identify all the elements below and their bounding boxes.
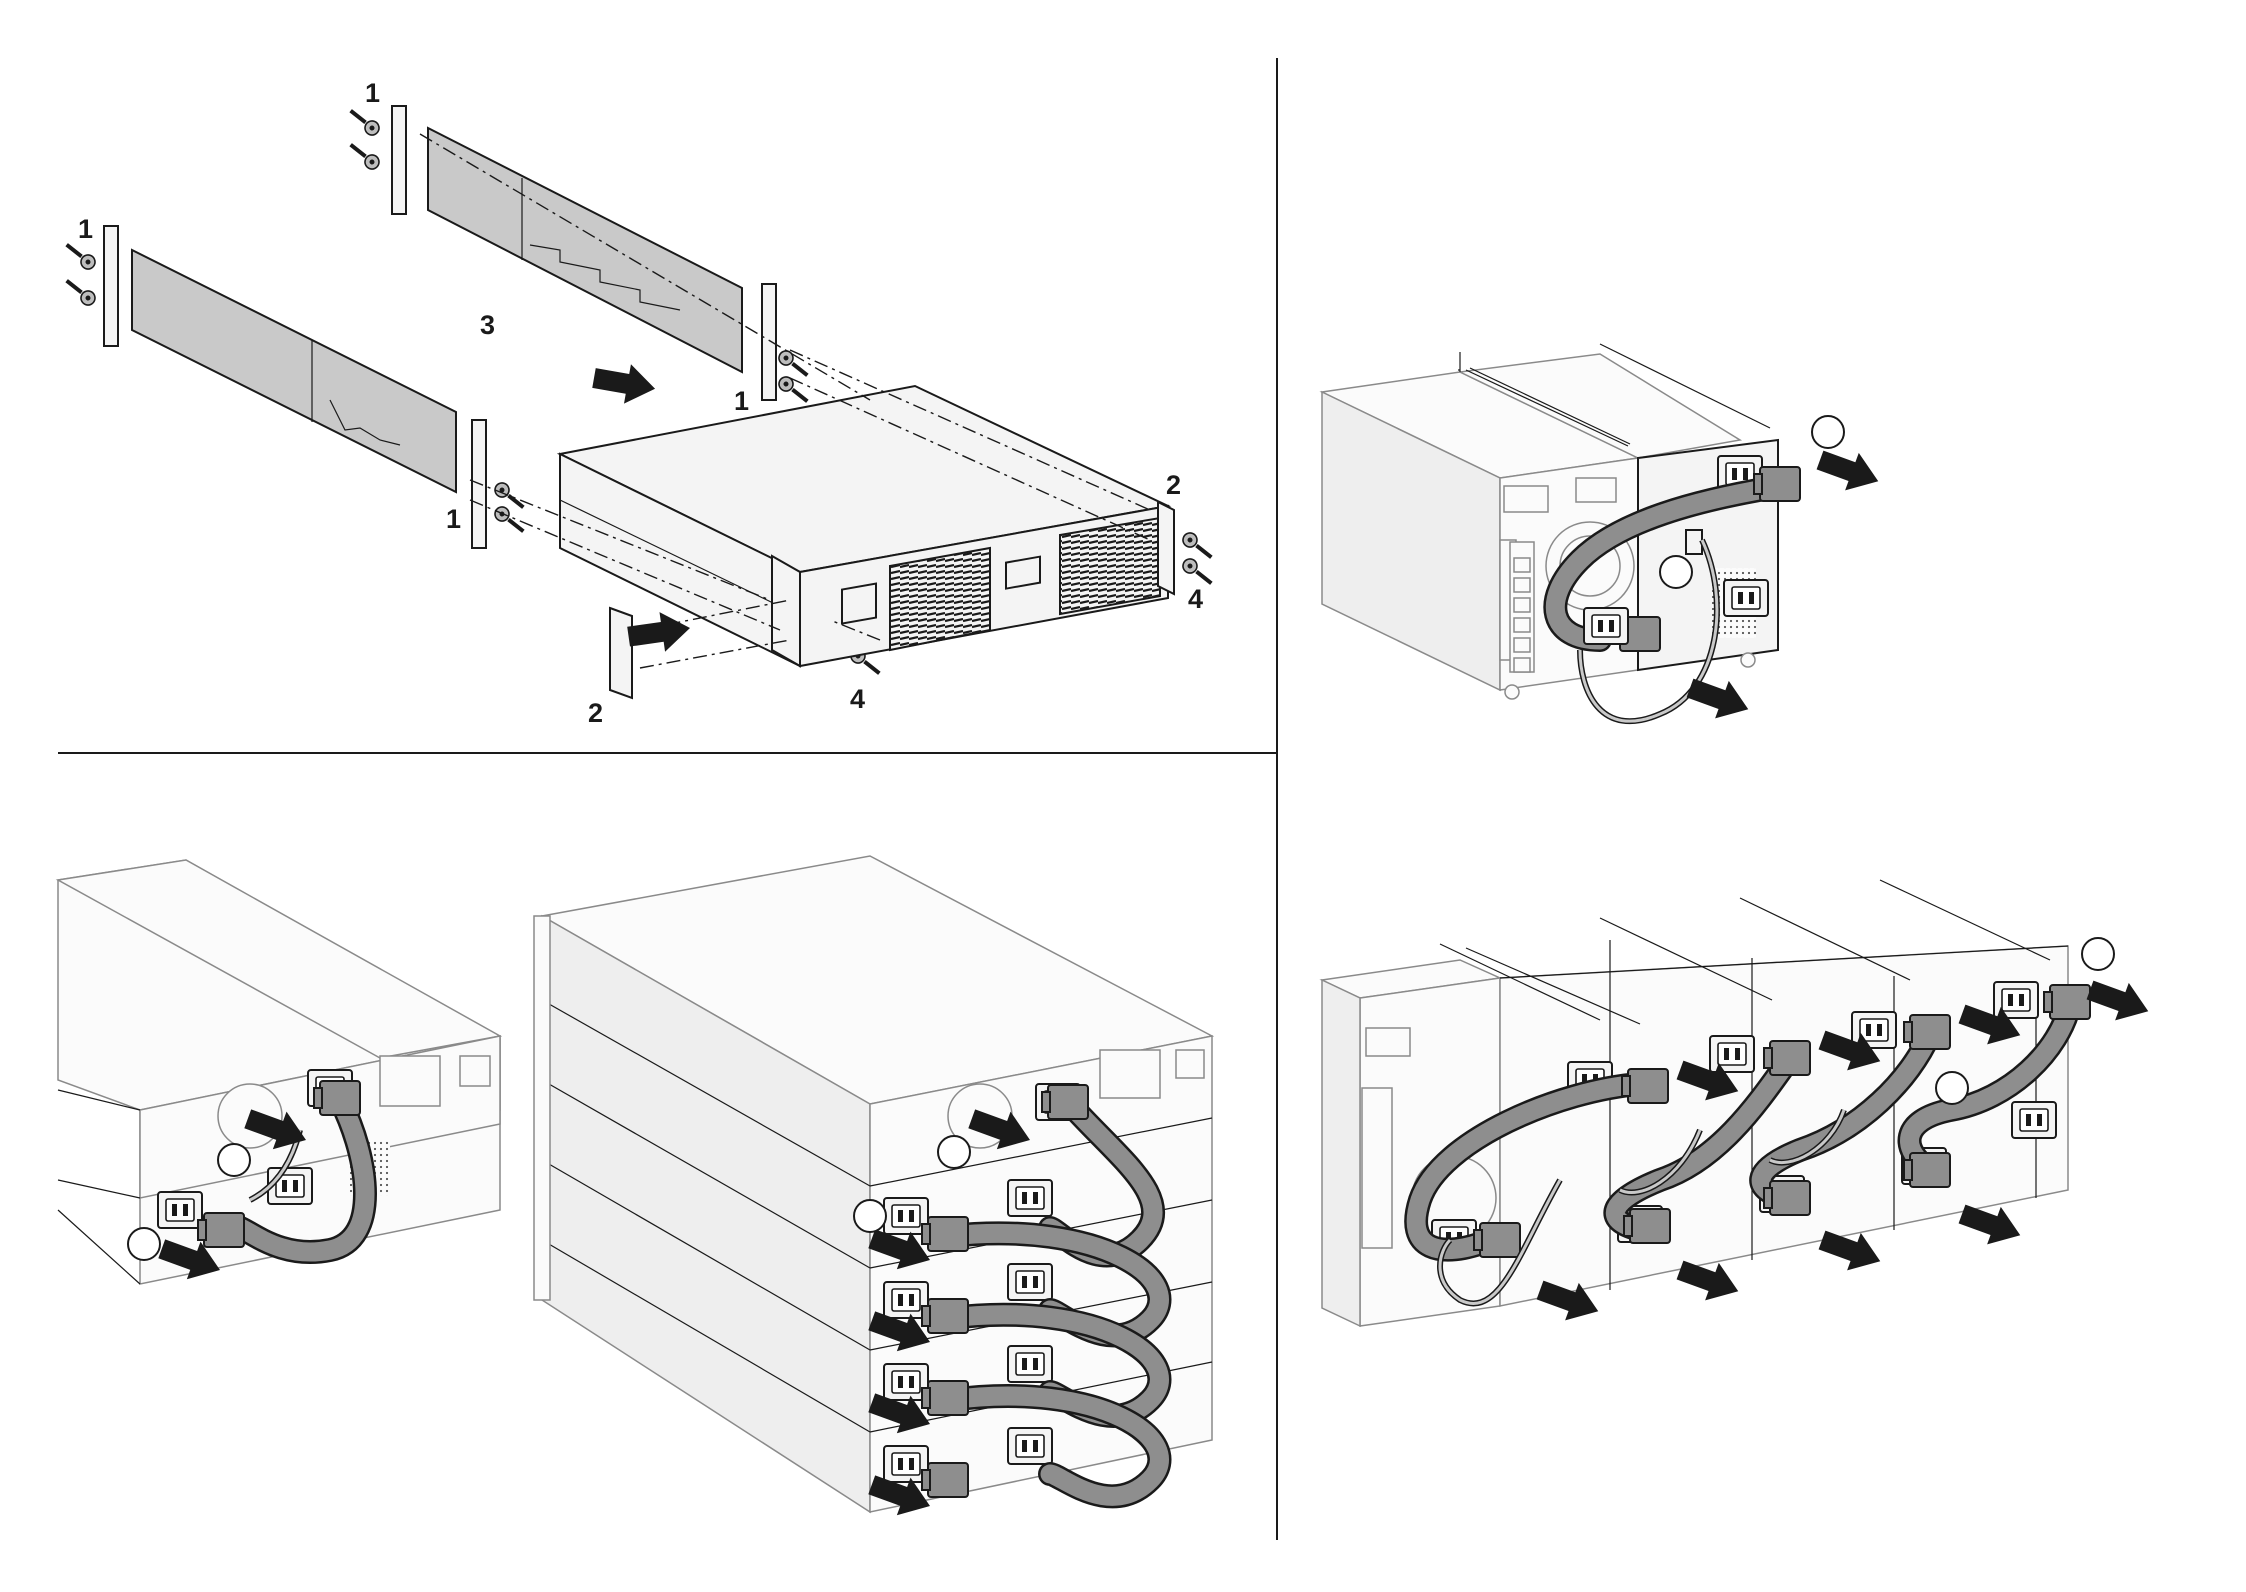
rack-mount-figure: 1 1 1 1 2 2 3 4 4 — [61, 78, 1217, 728]
step-marker — [1936, 1072, 1968, 1104]
step-marker — [854, 1200, 886, 1232]
callout-ear-left: 2 — [588, 698, 603, 728]
callout-slide-in: 3 — [480, 310, 495, 340]
callout-ear-right: 2 — [1166, 470, 1181, 500]
tower-one-ebm-figure — [1322, 344, 1885, 728]
ear-loose — [610, 608, 632, 698]
rack-four-ebm-figure — [534, 856, 1212, 1525]
ear-attach-arrow — [626, 608, 693, 656]
step-marker — [938, 1136, 970, 1168]
callout-rail-screw-left: 1 — [78, 214, 93, 244]
ear-left — [772, 556, 800, 666]
callout-rail-screw-top: 1 — [365, 78, 380, 108]
step-marker — [218, 1144, 250, 1176]
rack-post-right — [762, 284, 776, 400]
tower-four-ebm-figure — [1322, 880, 2155, 1330]
slide-in-arrow — [591, 358, 659, 408]
rack-post-left — [104, 226, 118, 346]
callout-front-screw-bottom: 4 — [850, 684, 865, 714]
rack-post-top — [392, 106, 406, 214]
rail-front — [132, 250, 456, 492]
step-marker — [1812, 416, 1844, 448]
rail-rear — [428, 128, 742, 372]
step-marker — [1660, 556, 1692, 588]
callout-front-screw-right: 4 — [1188, 584, 1203, 614]
callout-rail-screw-right: 1 — [734, 386, 749, 416]
rack-one-ebm-figure — [58, 860, 500, 1289]
step-marker — [128, 1228, 160, 1260]
step-marker — [2082, 938, 2114, 970]
ear-right — [1158, 502, 1174, 594]
callout-rail-screw-bottom: 1 — [446, 504, 461, 534]
